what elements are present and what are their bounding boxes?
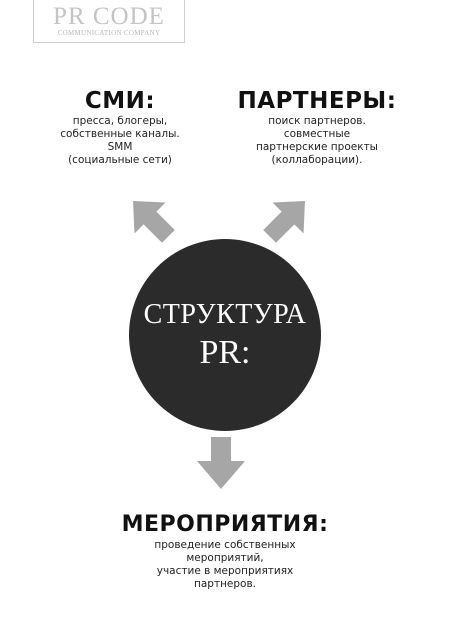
company-logo: PR CODE COMMUNICATION COMPANY — [33, 0, 185, 43]
media-title: СМИ: — [84, 88, 156, 114]
center-label-line1: СТРУКТУРА — [143, 299, 307, 330]
center-label-line2: PR: — [199, 334, 251, 371]
events-description: проведение собственных мероприятий, учас… — [80, 539, 370, 591]
media-description: пресса, блогеры, собственные каналы. SMM… — [30, 115, 210, 167]
logo-subtitle: COMMUNICATION COMPANY — [57, 29, 161, 37]
partners-line: (коллаборации). — [271, 154, 363, 166]
arrow-up-left-icon — [133, 201, 175, 243]
partners-block: ПАРТНЕРЫ: поиск партнеров. совместные па… — [212, 89, 422, 167]
events-line: проведение собственных — [154, 539, 296, 551]
events-line: мероприятий, — [186, 552, 264, 564]
events-line: участие в мероприятиях — [156, 565, 294, 577]
center-circle — [129, 239, 321, 431]
partners-line: поиск партнеров. — [268, 115, 366, 127]
media-line: (социальные сети) — [68, 154, 172, 166]
arrow-up-right-icon — [263, 201, 305, 243]
events-block: МЕРОПРИЯТИЯ: проведение собственных меро… — [80, 513, 370, 591]
media-line: SMM — [107, 141, 133, 153]
media-line: пресса, блогеры, — [72, 115, 168, 127]
events-line: партнеров. — [193, 578, 257, 590]
logo-title: PR CODE — [53, 3, 165, 30]
media-block: СМИ: пресса, блогеры, собственные каналы… — [30, 89, 210, 167]
events-title: МЕРОПРИЯТИЯ: — [121, 512, 329, 537]
center-label: СТРУКТУРА PR: — [125, 296, 325, 372]
media-line: собственные каналы. — [60, 128, 180, 140]
partners-line: совместные — [283, 128, 351, 140]
arrow-down-icon — [197, 437, 245, 489]
partners-title: ПАРТНЕРЫ: — [237, 88, 397, 114]
partners-line: партнерские проекты — [256, 141, 378, 153]
partners-description: поиск партнеров. совместные партнерские … — [212, 115, 422, 167]
